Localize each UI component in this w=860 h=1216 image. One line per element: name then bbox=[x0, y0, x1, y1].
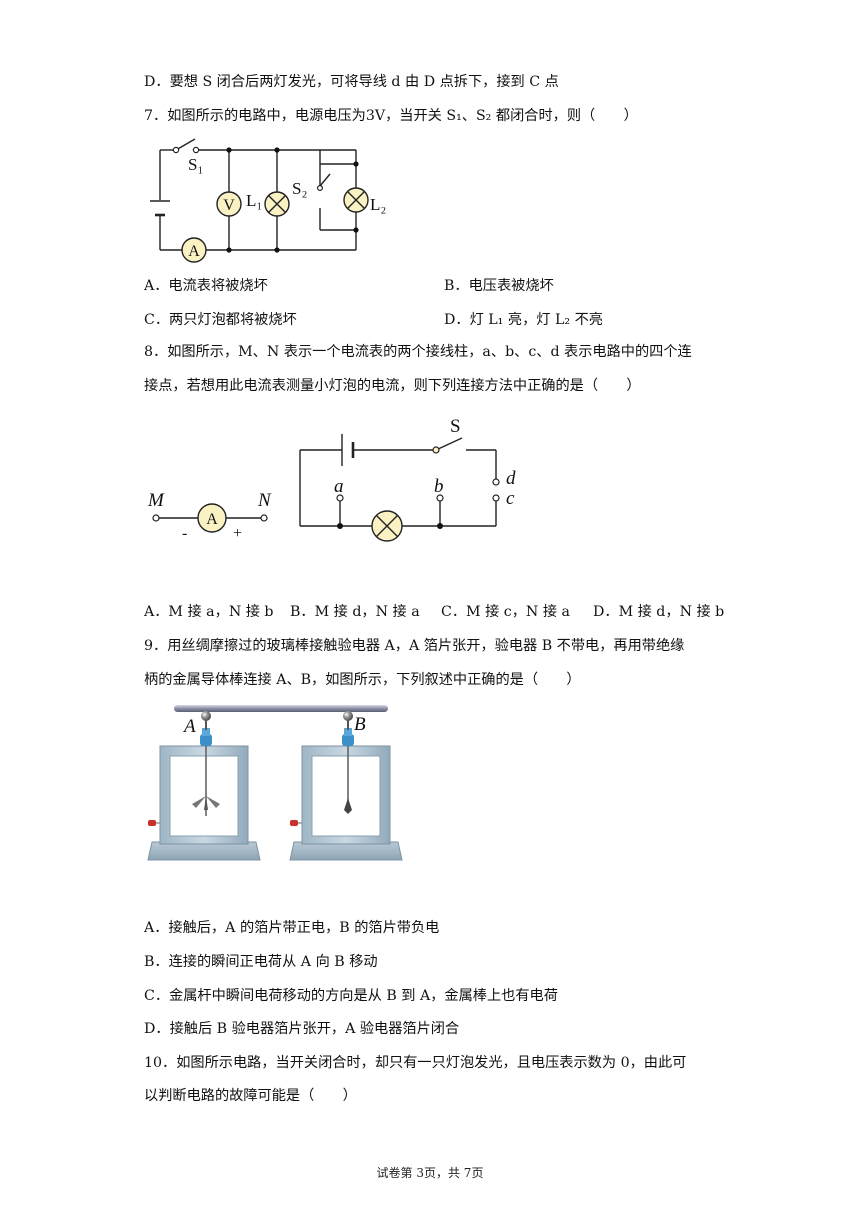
q8-ammeter-figure: A M N - + bbox=[147, 490, 272, 542]
q8-option-a: A．M 接 a，N 接 b bbox=[144, 604, 274, 620]
electroscope-b bbox=[289, 711, 403, 861]
q8-minus-label: - bbox=[182, 525, 187, 542]
q7-l1-label: L₁ bbox=[246, 191, 262, 210]
q7-s2-label: S₂ bbox=[292, 179, 307, 198]
q6-option-d: D．要想 S 闭合后两灯发光，可将导线 d 由 D 点拆下，接到 C 点 bbox=[144, 74, 559, 90]
q8-option-d: D．M 接 d，N 接 b bbox=[593, 604, 725, 620]
q7-l2-label: L₂ bbox=[370, 195, 386, 214]
q10-stem-line1: 10．如图所示电路，当开关闭合时，却只有一只灯泡发光，且电压表示数为 0，由此可 bbox=[144, 1055, 687, 1071]
q8-s-label: S bbox=[450, 416, 461, 437]
electroscope-a bbox=[147, 711, 261, 861]
q8-stem-line2: 接点，若想用此电流表测量小灯泡的电流，则下列连接方法中正确的是（ ） bbox=[144, 378, 641, 394]
q9-option-b: B．连接的瞬间正电荷从 A 向 B 移动 bbox=[144, 954, 378, 970]
page-footer: 试卷第 3页，共 7页 bbox=[376, 1166, 484, 1180]
q8-circuit-figure: S a b d c bbox=[299, 416, 516, 542]
q8-option-c: C．M 接 c，N 接 a bbox=[441, 604, 570, 620]
q8-option-b: B．M 接 d，N 接 a bbox=[290, 604, 420, 620]
q9-stem-line1: 9．用丝绸摩擦过的玻璃棒接触验电器 A，A 箔片张开，验电器 B 不带电，再用带… bbox=[144, 638, 685, 654]
q8-stem-line1: 8．如图所示，M、N 表示一个电流表的两个接线柱，a、b、c、d 表示电路中的四… bbox=[144, 344, 692, 360]
q7-ammeter-label: A bbox=[188, 243, 200, 260]
q8-a-label: a bbox=[334, 476, 344, 497]
q9-option-c: C．金属杆中瞬间电荷移动的方向是从 B 到 A，金属棒上也有电荷 bbox=[144, 988, 558, 1004]
q8-d-label: d bbox=[506, 468, 516, 489]
q7-circuit-figure: V A S₁ L₁ S₂ L₂ bbox=[150, 138, 386, 263]
q9-a-label: A bbox=[182, 716, 196, 737]
q8-ammeter-label: A bbox=[206, 511, 218, 528]
q8-plus-label: + bbox=[233, 525, 242, 542]
q8-n-label: N bbox=[257, 490, 272, 511]
q9-option-a: A．接触后，A 的箔片带正电，B 的箔片带负电 bbox=[144, 920, 440, 936]
q9-b-label: B bbox=[354, 714, 366, 735]
q8-b-label: b bbox=[434, 476, 444, 497]
q10-stem-line2: 以判断电路的故障可能是（ ） bbox=[144, 1088, 357, 1104]
q8-m-label: M bbox=[147, 490, 165, 511]
q7-stem: 7．如图所示的电路中，电源电压为3V，当开关 S₁、S₂ 都闭合时，则（ ） bbox=[144, 108, 638, 124]
q7-option-b: B．电压表被烧坏 bbox=[444, 278, 554, 294]
q9-stem-line2: 柄的金属导体棒连接 A、B，如图所示，下列叙述中正确的是（ ） bbox=[144, 672, 581, 688]
q7-option-a: A．电流表将被烧坏 bbox=[144, 278, 268, 294]
q9-option-d: D．接触后 B 验电器箔片张开，A 验电器箔片闭合 bbox=[144, 1021, 460, 1037]
q9-electroscope-figure: A B bbox=[147, 705, 403, 861]
q7-s1-label: S₁ bbox=[188, 155, 203, 174]
q8-c-label: c bbox=[506, 488, 515, 509]
q7-option-c: C．两只灯泡都将被烧坏 bbox=[144, 312, 297, 328]
q7-option-d: D．灯 L₁ 亮，灯 L₂ 不亮 bbox=[444, 312, 603, 328]
q7-voltmeter-label: V bbox=[223, 197, 235, 214]
